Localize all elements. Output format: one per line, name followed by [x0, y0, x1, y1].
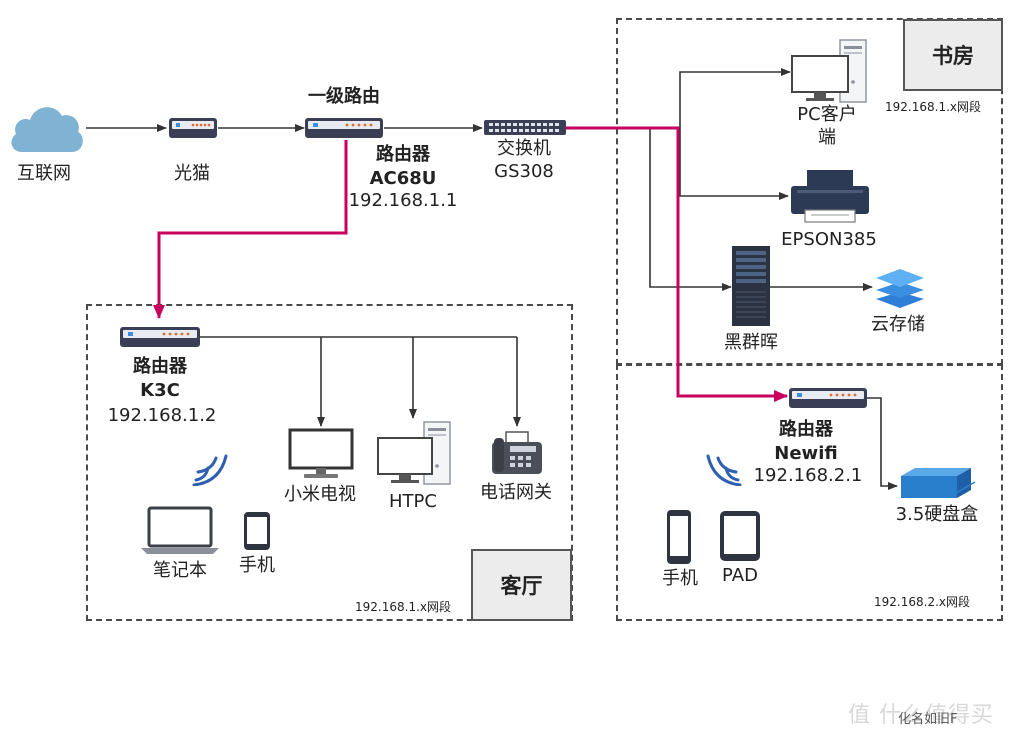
pc-label-line1: PC客户: [797, 104, 857, 125]
wifi-icon: [706, 454, 742, 486]
hdd-box-label: 3.5硬盘盒: [895, 504, 979, 525]
tablet-icon: [720, 511, 760, 561]
server-icon: [732, 246, 770, 326]
switch-name: 交换机: [497, 138, 551, 159]
k3c-router-model: K3C: [140, 380, 180, 401]
switch-model: GS308: [494, 161, 554, 182]
living-phone-label: 手机: [239, 555, 275, 576]
living-zone-tag: 客厅: [471, 549, 572, 621]
living-room-zone: [86, 304, 573, 621]
main-router-name: 路由器: [376, 144, 430, 165]
phone-gateway-label: 电话网关: [480, 482, 552, 503]
htpc-label: HTPC: [389, 491, 437, 512]
link-switch-printer: [679, 128, 789, 200]
study-phone-label: 手机: [662, 568, 698, 589]
router-icon: [120, 327, 200, 347]
author-watermark: 化名如旧F: [898, 712, 958, 727]
newifi-router-name: 路由器: [779, 419, 833, 440]
main-router-model: AC68U: [369, 168, 437, 189]
router-icon: [305, 118, 383, 138]
study-subnet: 192.168.1.x网段: [885, 100, 981, 114]
desktop-icon: [377, 421, 451, 485]
newifi-router-model: Newifi: [774, 443, 838, 464]
link-switch-pc: [679, 68, 791, 128]
modem-label: 光猫: [174, 163, 210, 184]
phone-icon: [244, 512, 270, 550]
laptop-label: 笔记本: [153, 560, 207, 581]
trunk-switch-newifi: [566, 126, 788, 402]
site-logo-watermark: 值 什么值得买: [848, 703, 994, 728]
nas-label: 黑群晖: [724, 332, 778, 353]
switch-icon: [484, 120, 566, 135]
main-router-ip: 192.168.1.1: [348, 190, 458, 211]
printer-icon: [791, 170, 869, 223]
trunk-router-k3c: [153, 140, 348, 319]
phone-icon: [667, 510, 691, 564]
living-subnet: 192.168.1.x网段: [355, 600, 451, 614]
link-newifi-hdd: [866, 397, 898, 490]
newifi-router-ip: 192.168.2.1: [753, 465, 863, 486]
mi-tv-label: 小米电视: [284, 484, 356, 505]
printer-label: EPSON385: [781, 229, 877, 250]
router-icon: [169, 118, 217, 138]
pad-label: PAD: [722, 565, 758, 586]
study-zone-tag: 书房: [903, 19, 1003, 91]
fax-icon: [492, 431, 542, 474]
wifi-icon: [192, 454, 228, 486]
k3c-router-name: 路由器: [133, 356, 187, 377]
cloud-icon: [11, 107, 83, 152]
pc-label-line2: 端: [818, 127, 836, 148]
internet-label: 互联网: [17, 163, 71, 184]
desktop-icon: [791, 39, 867, 103]
k3c-router-ip: 192.168.1.2: [107, 405, 217, 426]
hdd-box-icon: [901, 468, 976, 498]
link-switch-nas: [649, 128, 732, 291]
main-router-title: 一级路由: [308, 86, 380, 107]
laptop-icon: [141, 506, 219, 554]
layers-icon: [876, 269, 924, 308]
lower-right-zone: [616, 364, 1003, 621]
router-icon: [789, 388, 867, 408]
tv-icon: [288, 428, 354, 478]
cloud-storage-label: 云存储: [871, 314, 925, 335]
lower-right-subnet: 192.168.2.x网段: [874, 595, 970, 609]
